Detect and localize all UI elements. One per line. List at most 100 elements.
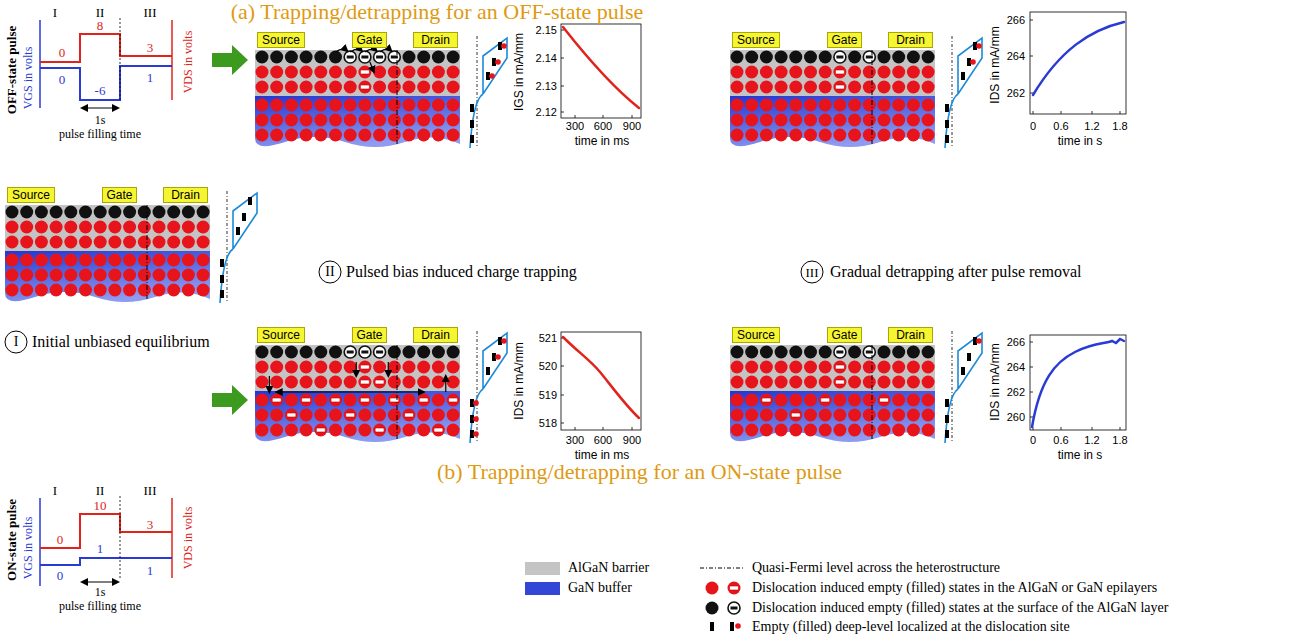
- epilayer-state-empty: [775, 361, 788, 374]
- epilayer-state-empty: [182, 236, 195, 249]
- vds-waveform: [40, 514, 172, 548]
- label: I: [14, 335, 19, 349]
- label: II: [96, 484, 105, 497]
- epilayer-state-empty: [123, 221, 136, 234]
- epilayer-state-empty: [775, 409, 788, 422]
- label: 8: [97, 19, 104, 32]
- epilayer-state-empty: [922, 129, 935, 142]
- deep-level: [967, 353, 971, 361]
- epilayer-state-empty: [123, 254, 136, 267]
- epilayer-state-filled: [449, 398, 458, 402]
- epilayer-state-empty: [270, 81, 283, 94]
- epilayer-state-empty: [256, 376, 269, 389]
- epilayer-state-empty: [804, 409, 817, 422]
- electrode-label: Drain: [171, 189, 200, 201]
- chart-frame: [561, 24, 641, 118]
- quasi-fermi-level: [952, 36, 953, 148]
- epilayer-state-empty: [863, 81, 876, 94]
- epilayer-state-empty: [819, 424, 832, 437]
- electrode-box: Drain: [413, 327, 458, 343]
- surface-state-empty: [285, 346, 298, 359]
- deep-level: [961, 367, 965, 375]
- epilayer-state-filled: [302, 398, 311, 402]
- surface-state-empty: [94, 206, 107, 219]
- epilayer-state-empty: [432, 409, 445, 422]
- epilayer-state-empty: [94, 221, 107, 234]
- surface-state-filled: [863, 51, 875, 63]
- electrode-label: Gate: [356, 329, 382, 341]
- conduction-band: [220, 249, 233, 303]
- epilayer-state-empty: [197, 269, 210, 282]
- surface-state-empty: [447, 51, 460, 64]
- label: II: [96, 6, 105, 19]
- label: 2.12: [536, 107, 557, 118]
- surface-state-filled: [359, 346, 371, 358]
- surface-state-empty: [848, 346, 861, 359]
- epilayer-state-empty: [403, 81, 416, 94]
- epilayer-state-empty: [344, 81, 357, 94]
- epilayer-state-empty: [153, 284, 166, 297]
- deep-level: [945, 415, 949, 423]
- epilayer-state-empty: [804, 424, 817, 437]
- epilayer-state-filled: [287, 413, 296, 417]
- epilayer-state-empty: [314, 409, 327, 422]
- epilayer-state-empty: [285, 424, 298, 437]
- epilayer-state-empty: [417, 424, 430, 437]
- electrode-box: Drain: [163, 187, 208, 203]
- epilayer-state-empty: [64, 221, 77, 234]
- epilayer-state-filled: [880, 398, 889, 402]
- epilayer-state-empty: [79, 254, 92, 267]
- epilayer-state-empty: [922, 361, 935, 374]
- deep-level: [220, 290, 224, 298]
- epilayer-state-empty: [922, 114, 935, 127]
- epilayer-state-empty: [878, 114, 891, 127]
- epilayer-state-empty: [285, 394, 298, 407]
- epilayer-state-empty: [388, 129, 401, 142]
- quasi-fermi-level: [477, 36, 478, 148]
- surface-state-empty: [403, 346, 416, 359]
- epilayer-state-empty: [403, 424, 416, 437]
- label: II: [325, 265, 334, 279]
- epilayer-state-empty: [373, 99, 386, 112]
- trapping-arrow: [269, 376, 270, 392]
- label: time in ms: [575, 449, 630, 461]
- surface-state-filled: [388, 51, 400, 63]
- surface-state-empty: [775, 51, 788, 64]
- epilayer-state-empty: [804, 376, 817, 389]
- epilayer-state-empty: [329, 361, 342, 374]
- epilayer-state-empty: [760, 376, 773, 389]
- epilayer-state-filled: [791, 413, 800, 417]
- epilayer-state-filled: [360, 70, 369, 74]
- trapped-electron: [976, 43, 982, 49]
- epilayer-state-empty: [20, 236, 33, 249]
- epilayer-state-empty: [270, 424, 283, 437]
- electrode-label: Gate: [356, 34, 382, 46]
- electrode-label: Drain: [896, 329, 925, 341]
- epilayer-state-empty: [432, 394, 445, 407]
- epilayer-state-empty: [804, 394, 817, 407]
- legend-text: Dislocation induced empty (filled) state…: [752, 601, 1168, 615]
- surface-state-empty: [417, 346, 430, 359]
- epilayer-state-filled: [835, 85, 844, 89]
- epilayer-state-empty: [907, 424, 920, 437]
- label: 0.6: [1053, 121, 1068, 132]
- tick: [1030, 56, 1033, 57]
- epilayer-state-empty: [314, 361, 327, 374]
- cut-line: [147, 205, 148, 299]
- surface-state-empty: [270, 346, 283, 359]
- epilayer-state-empty: [760, 99, 773, 112]
- label: III: [144, 484, 157, 497]
- epilayer-state-empty: [907, 129, 920, 142]
- epilayer-state-empty: [138, 236, 151, 249]
- epilayer-state-empty: [863, 66, 876, 79]
- tick: [561, 366, 564, 367]
- chart-frame: [561, 332, 641, 430]
- epilayer-state-filled: [373, 376, 386, 389]
- label: 264: [1007, 362, 1025, 373]
- label: 900: [623, 435, 641, 446]
- trapped-electron: [501, 338, 507, 344]
- epilayer-state-filled: [760, 394, 773, 407]
- epilayer-state-filled: [819, 394, 832, 407]
- epilayer-state-empty: [256, 66, 269, 79]
- epilayer-state-empty: [167, 254, 180, 267]
